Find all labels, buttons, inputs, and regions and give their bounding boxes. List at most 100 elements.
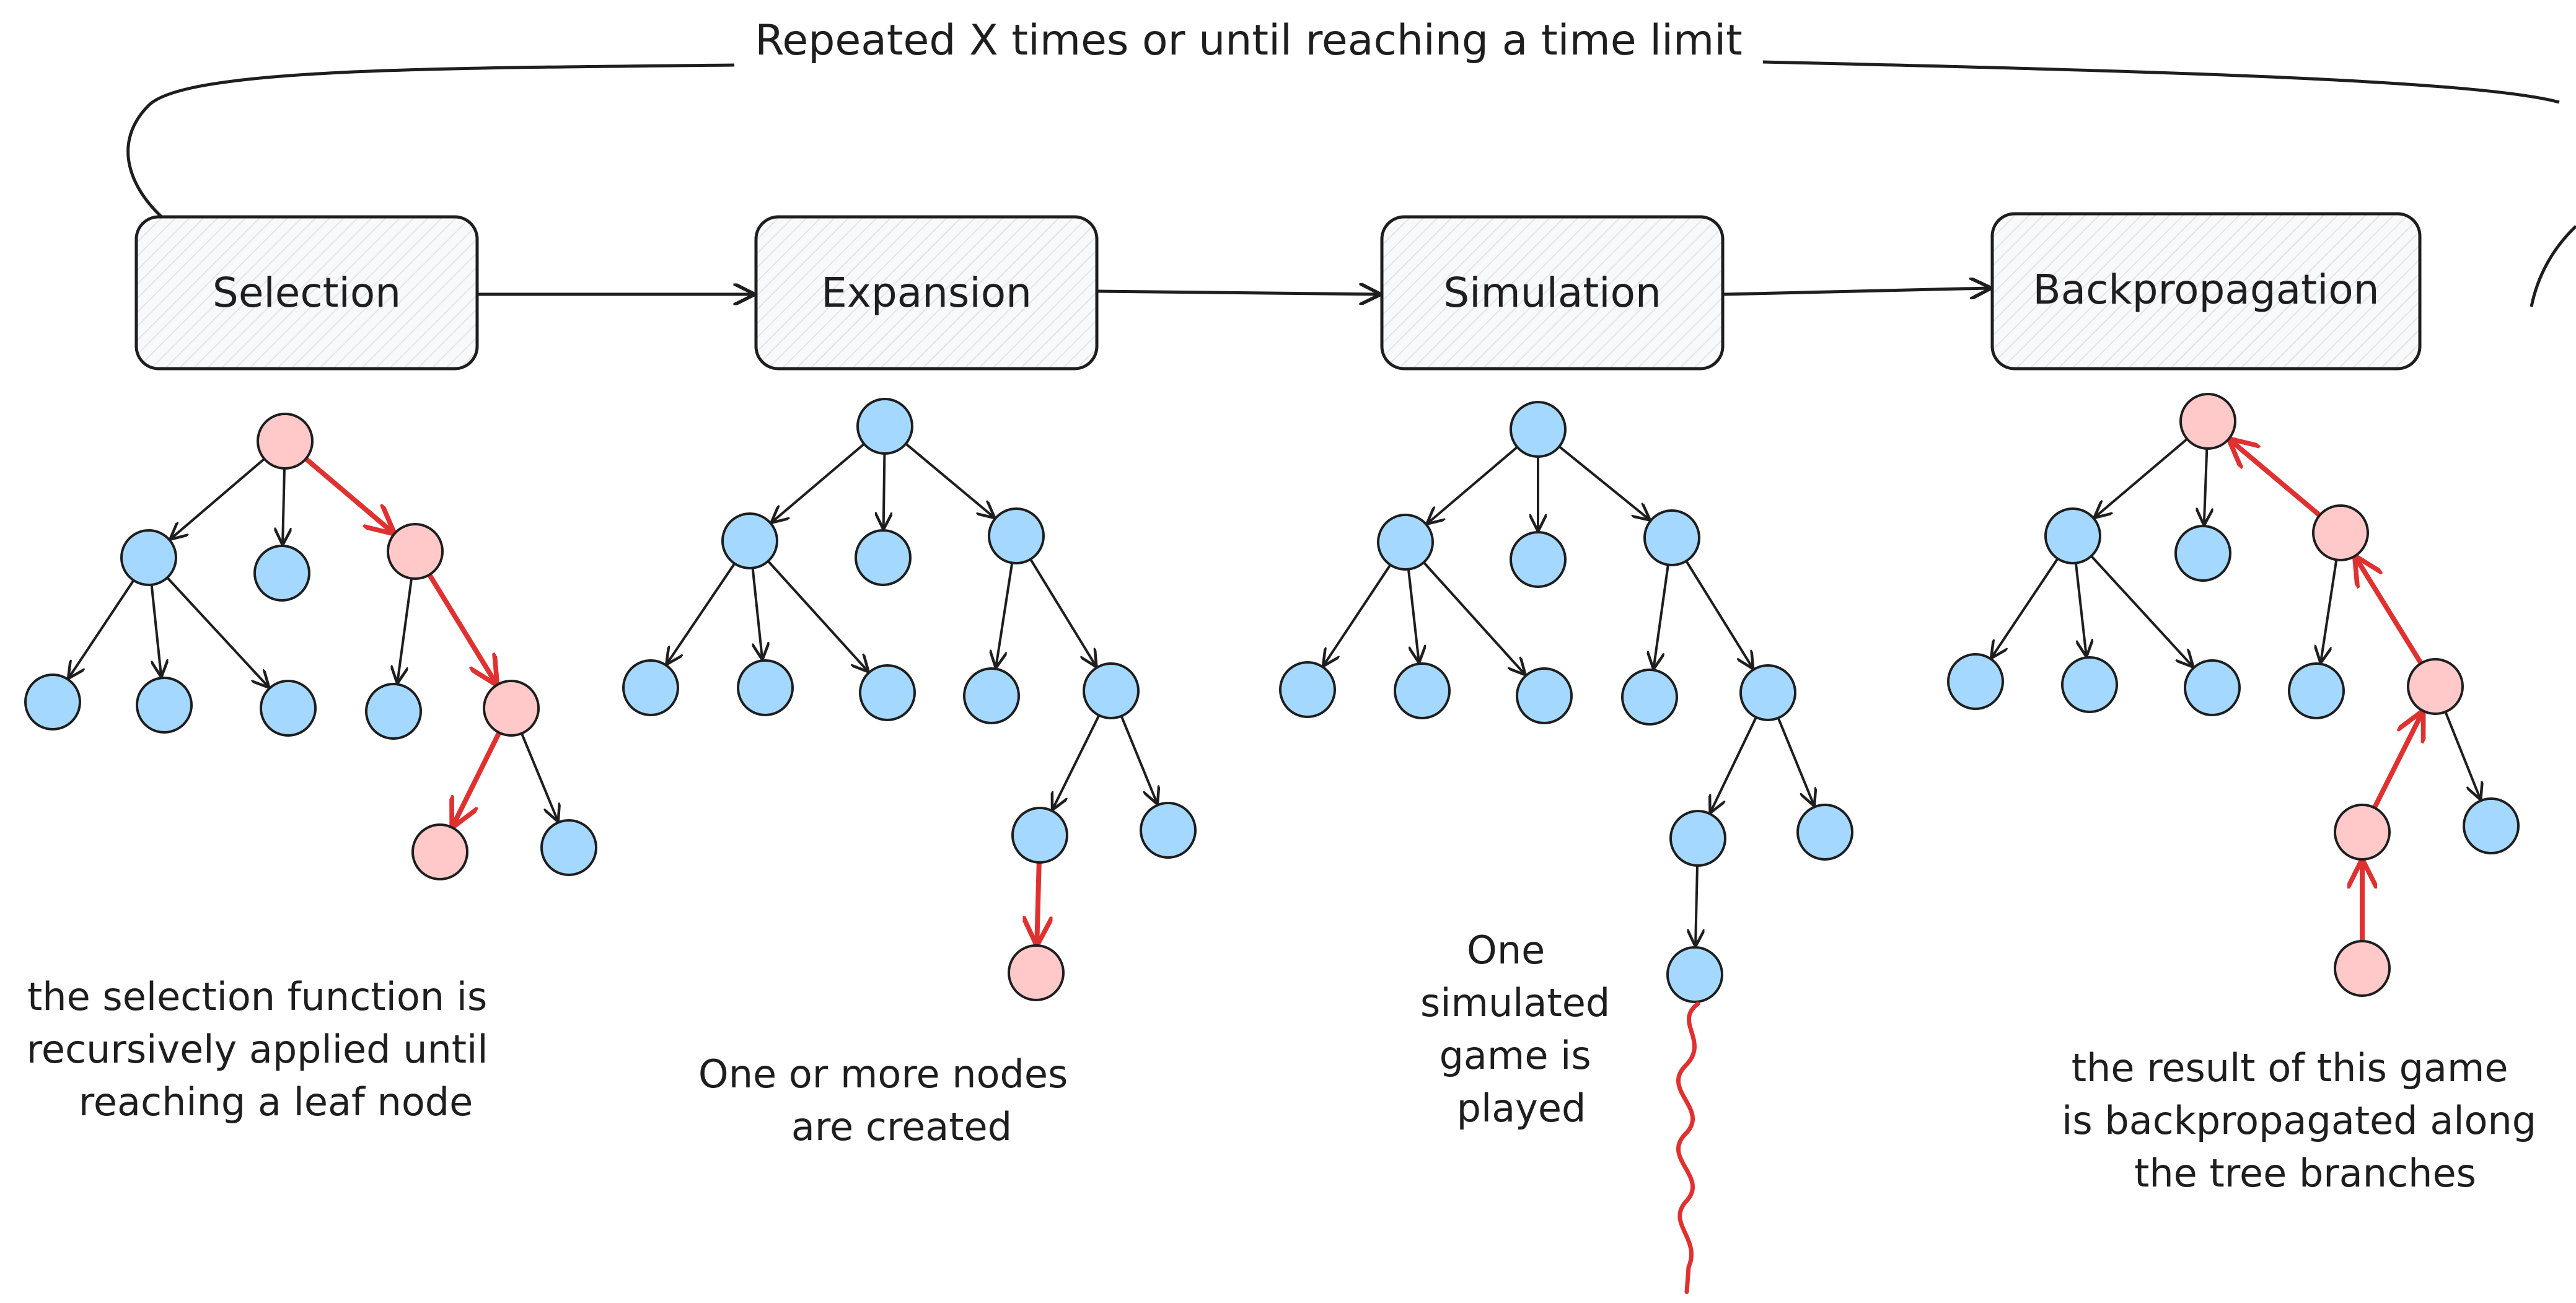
tree-node [1796, 804, 1853, 861]
tree-edge-arrow [996, 563, 1014, 666]
caption-selection: the selection function is recursively ap… [27, 974, 501, 1125]
tree-edge-arrow [751, 568, 762, 659]
highlighted-tree-node [2179, 393, 2236, 450]
tree-node [2061, 656, 2118, 713]
tree-edge-arrow [397, 578, 413, 682]
tree-node [855, 529, 912, 586]
tree-edge-arrow [2321, 559, 2338, 661]
highlighted-tree-node [1008, 944, 1065, 1001]
highlighted-edge-arrow [427, 573, 496, 683]
tree-edge-arrow [2444, 711, 2480, 799]
tree-node [1510, 401, 1567, 458]
tree-node [253, 545, 310, 602]
tree-node [540, 819, 597, 876]
tree-edge-arrow [1992, 558, 2059, 657]
stage-simulation: Simulation [1380, 215, 1725, 371]
tree-edge-arrow [69, 579, 135, 677]
tree-edge-arrow [283, 468, 284, 543]
tree-edge-arrow [1711, 716, 1757, 812]
tree-edge-arrow [2090, 555, 2192, 665]
tree-edge-arrow [166, 576, 268, 686]
tree-node [2184, 659, 2241, 716]
tree-edge-arrow [2096, 437, 2188, 516]
highlighted-tree-node [483, 680, 540, 737]
tree-node [1394, 662, 1451, 719]
tree-edge-arrow [2074, 563, 2086, 656]
tree-edge-arrow [1654, 564, 1669, 668]
tree-edge-arrow [1428, 445, 1518, 523]
tree-node [1140, 802, 1197, 859]
tree-edge-arrow [1685, 560, 1752, 667]
tree-node [1669, 810, 1726, 867]
tree-node [365, 683, 422, 740]
highlighted-edge-arrow [2231, 441, 2321, 517]
tree-node [1510, 531, 1567, 588]
tree-edge-arrow [884, 453, 885, 528]
stage-backpropagation: Backpropagation [1990, 212, 2422, 371]
tree-edge-arrow [150, 584, 161, 676]
loop-arrow [126, 63, 735, 285]
stage-label: Selection [213, 269, 401, 317]
tree-node [260, 680, 317, 737]
tree-node [1083, 662, 1140, 719]
caption-simulation: One simulated game is played [1420, 928, 1622, 1131]
tree-node [721, 512, 778, 569]
tree-node [120, 529, 177, 586]
simulation-rollout-squiggle [1676, 1001, 1700, 1294]
loop-line-right-return [2530, 225, 2576, 307]
highlighted-tree-node [2407, 658, 2464, 715]
stage-selection: Selection [134, 215, 479, 371]
loop-label: Repeated X times or until reaching a tim… [755, 16, 1743, 65]
tree-edge-arrow [1053, 714, 1101, 809]
tree-node [1279, 661, 1336, 718]
tree-node [1011, 807, 1068, 864]
tree-backpropagation [1947, 393, 2520, 997]
stage-label: Expansion [821, 269, 1032, 317]
stage-label: Backpropagation [2033, 266, 2379, 314]
stage-connector-arrow [1097, 291, 1379, 294]
tree-node [1739, 664, 1796, 721]
tree-edge-arrow [171, 458, 265, 538]
tree-edge-arrow [905, 442, 993, 517]
tree-node [988, 507, 1045, 564]
caption-backpropagation: the result of this game is backpropagate… [2062, 1045, 2549, 1196]
tree-edge-arrow [1120, 715, 1157, 803]
stage-connector-arrow [1723, 288, 1989, 294]
highlighted-tree-node [387, 523, 444, 580]
tree-edge-arrow [1423, 561, 1524, 674]
tree-edge-arrow [1029, 558, 1096, 666]
highlighted-tree-node [257, 413, 314, 470]
highlighted-tree-node [2334, 940, 2391, 997]
tree-edge-arrow [1695, 865, 1697, 945]
tree-node [1643, 509, 1700, 566]
tree-edge-arrow [667, 563, 736, 663]
highlighted-edge-arrow [2356, 558, 2424, 665]
tree-node [2463, 797, 2520, 854]
loop-line-right [1762, 60, 2560, 104]
tree-edge-arrow [1407, 569, 1419, 662]
highlighted-tree-node [2334, 804, 2391, 861]
highlighted-edge-arrow [2372, 713, 2422, 809]
tree-node [2044, 507, 2101, 564]
tree-node [1516, 667, 1573, 724]
tree-node [859, 664, 916, 721]
tree-node [1947, 653, 2004, 710]
tree-node [2288, 662, 2345, 719]
tree-node [24, 673, 81, 730]
tree-edge-arrow [1777, 717, 1814, 805]
tree-node [1621, 669, 1678, 726]
caption-expansion: One or more nodes are created [698, 1051, 1080, 1149]
tree-node [856, 398, 913, 455]
tree-simulation [1279, 401, 1853, 1003]
tree-selection [24, 413, 597, 880]
tree-node [963, 667, 1020, 724]
tree-edge-arrow [520, 732, 558, 820]
tree-edge-arrow [1324, 564, 1392, 665]
highlighted-tree-node [411, 823, 468, 880]
highlighted-edge-arrow [453, 731, 502, 825]
tree-node [1377, 514, 1434, 571]
tree-node [136, 677, 193, 734]
highlighted-edge-arrow [304, 457, 393, 532]
tree-edge-arrow [767, 560, 868, 671]
tree-edge-arrow [1558, 445, 1649, 519]
